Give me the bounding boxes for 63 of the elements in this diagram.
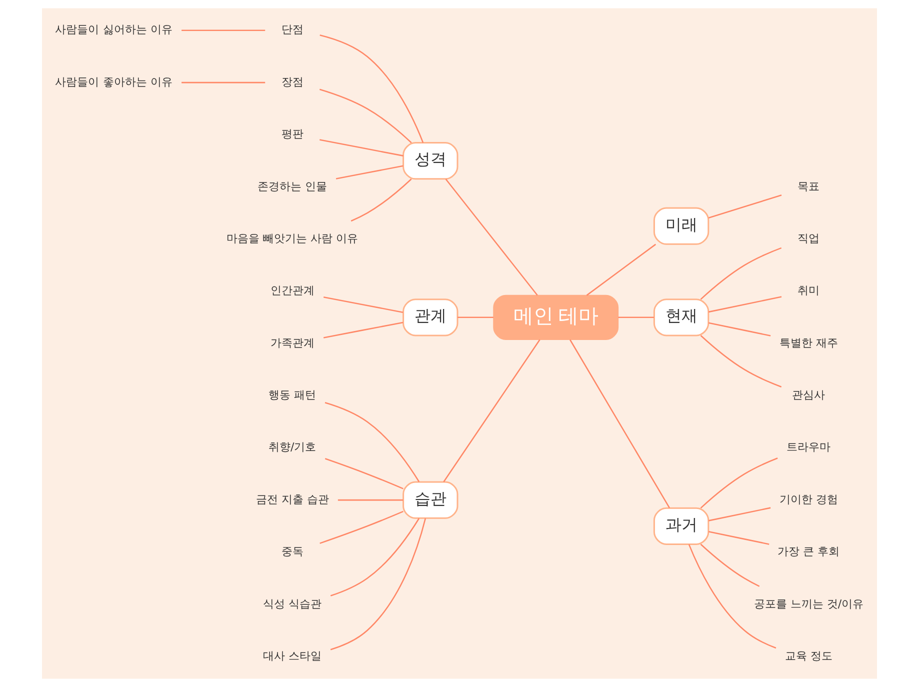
node-text: 행동 패턴	[268, 388, 316, 402]
node-text: 식성 식습관	[263, 597, 322, 610]
node-box: 성격	[402, 142, 458, 180]
connector	[320, 139, 404, 156]
node-text: 가장 큰 후회	[778, 545, 840, 558]
node-text: 장점	[281, 75, 304, 88]
connector	[330, 518, 426, 650]
node-text: 사람들이 좋아하는 이유	[55, 75, 172, 88]
node-box: 관계	[402, 298, 458, 336]
node-text: 공포를 느끼는 것/이유	[754, 597, 864, 610]
connector	[618, 316, 654, 318]
node-text: 취미	[798, 284, 820, 298]
node-text: 취향/기호	[268, 440, 316, 454]
node-text: 특별한 재주	[779, 336, 838, 350]
connector	[700, 544, 760, 587]
connector	[708, 507, 771, 522]
connector	[330, 518, 420, 596]
node-text: 트라우마	[786, 440, 831, 454]
connector	[708, 194, 782, 218]
node-text: 금전 지출 습관	[256, 492, 329, 506]
connector	[688, 544, 776, 649]
connector	[445, 178, 538, 296]
connector	[700, 247, 782, 300]
node-text: 관심사	[792, 388, 826, 402]
connector	[700, 335, 782, 388]
connector	[708, 296, 782, 313]
node-box: 미래	[653, 207, 710, 245]
connector	[708, 530, 770, 545]
node-text: 기이한 경험	[779, 492, 838, 506]
connector	[324, 458, 404, 490]
node-text: 중독	[281, 545, 304, 558]
connector	[336, 165, 404, 180]
node-box: 현재	[653, 298, 710, 336]
node-text: 가족관계	[270, 336, 314, 350]
connector	[182, 30, 266, 32]
node-text: 평판	[281, 128, 304, 141]
connector	[182, 82, 266, 84]
connector	[458, 316, 494, 318]
connector	[323, 322, 404, 338]
connector	[700, 458, 778, 509]
connector	[323, 296, 404, 313]
node-text: 마음을 빼앗기는 사람 이유	[226, 232, 358, 245]
node-text: 대사 스타일	[263, 649, 322, 662]
node-box: 메인 테마	[493, 294, 619, 340]
connector	[708, 322, 771, 336]
node-text: 교육 정도	[784, 649, 833, 662]
connector	[324, 402, 420, 482]
node-box: 습관	[402, 481, 458, 519]
connector	[350, 178, 412, 222]
node-text: 목표	[798, 180, 820, 193]
node-text: 사람들이 싫어하는 이유	[55, 23, 172, 36]
connector	[570, 339, 670, 508]
connector	[320, 34, 424, 143]
node-box: 과거	[653, 507, 710, 545]
node-text: 인간관계	[270, 284, 314, 298]
connector	[586, 244, 656, 296]
connector	[338, 499, 404, 501]
connector	[443, 339, 540, 482]
node-text: 직업	[798, 232, 820, 245]
connector	[320, 510, 404, 544]
node-text: 존경하는 인물	[258, 180, 328, 193]
connector	[319, 88, 412, 144]
node-text: 단점	[281, 23, 304, 36]
